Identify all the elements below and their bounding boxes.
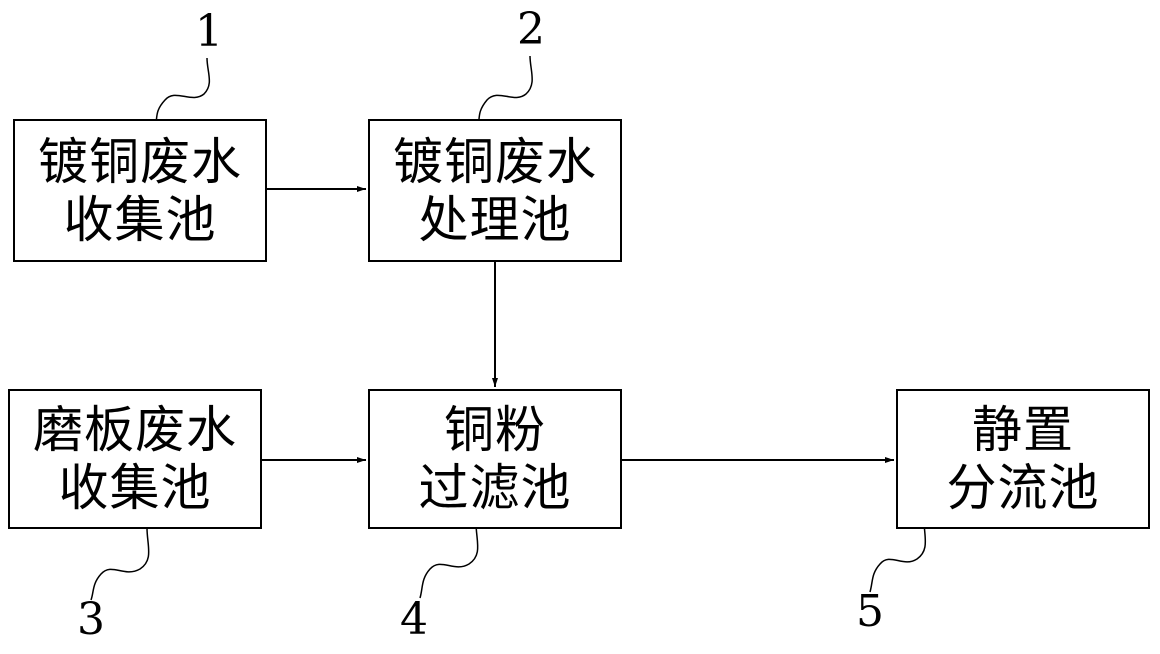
- node-4-label-line2: 过滤池: [418, 459, 572, 517]
- leader-line-2: [477, 55, 533, 129]
- node-1-label-line2: 收集池: [63, 190, 217, 249]
- reference-number-5: 5: [856, 586, 884, 637]
- reference-number-4: 4: [400, 594, 428, 645]
- node-3-label-line2: 收集池: [58, 459, 212, 517]
- reference-number-1: 1: [195, 6, 223, 57]
- node-5-label-line2: 分流池: [946, 459, 1100, 517]
- node-2-label-line2: 处理池: [418, 190, 572, 249]
- leader-line-1: [154, 57, 211, 129]
- leader-line-5: [869, 519, 927, 593]
- node-board-grinding-wastewater-collection-tank: 磨板废水 收集池: [8, 389, 262, 529]
- node-settling-diversion-tank: 静置 分流池: [896, 389, 1150, 529]
- node-5-label-line1: 静置: [972, 401, 1074, 459]
- node-3-label-line1: 磨板废水: [33, 401, 237, 459]
- node-4-label-line1: 铜粉: [444, 401, 546, 459]
- leader-line-3: [90, 527, 150, 601]
- reference-number-3: 3: [77, 594, 105, 645]
- node-2-label-line1: 镀铜废水: [393, 132, 597, 191]
- leader-line-4: [419, 522, 479, 599]
- node-copper-powder-filter-tank: 铜粉 过滤池: [368, 389, 622, 529]
- reference-number-2: 2: [517, 4, 545, 55]
- node-copper-plating-wastewater-collection-tank: 镀铜废水 收集池: [13, 119, 267, 262]
- node-copper-plating-wastewater-treatment-tank: 镀铜废水 处理池: [368, 119, 622, 262]
- node-1-label-line1: 镀铜废水: [38, 132, 242, 191]
